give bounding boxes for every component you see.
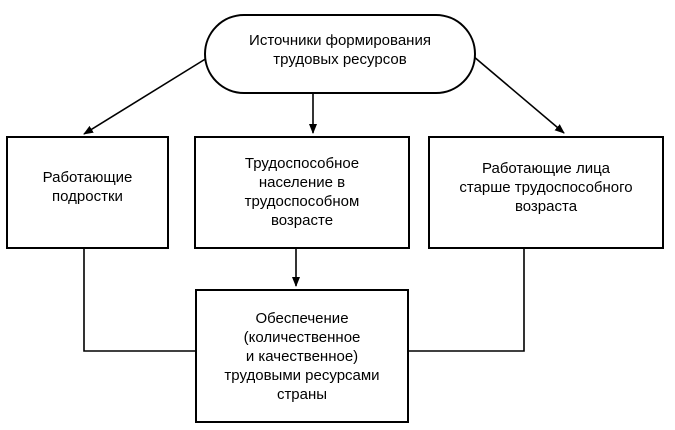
line-teens-to-provision bbox=[83, 249, 195, 352]
arrow-source-to-teens bbox=[83, 57, 208, 135]
node-labor-provision-label: Обеспечение (количественное и качественн… bbox=[224, 309, 380, 403]
node-working-elderly-label: Работающие лица старше трудоспособного в… bbox=[459, 160, 633, 215]
node-working-teens: Работающие подростки bbox=[6, 136, 169, 249]
node-working-age-population-label: Трудоспособное население в трудоспособно… bbox=[244, 154, 360, 229]
node-labor-sources: Источники формирования трудовых ресурсов bbox=[204, 14, 476, 94]
node-labor-sources-label: Источники формирования трудовых ресурсов bbox=[249, 32, 431, 68]
node-labor-provision: Обеспечение (количественное и качественн… bbox=[195, 289, 409, 423]
node-working-elderly: Работающие лица старше трудоспособного в… bbox=[428, 136, 664, 249]
arrow-source-to-elderly bbox=[472, 55, 565, 134]
node-working-teens-label: Работающие подростки bbox=[42, 168, 133, 205]
line-elderly-to-provision bbox=[409, 249, 525, 352]
node-working-age-population: Трудоспособное население в трудоспособно… bbox=[194, 136, 410, 249]
